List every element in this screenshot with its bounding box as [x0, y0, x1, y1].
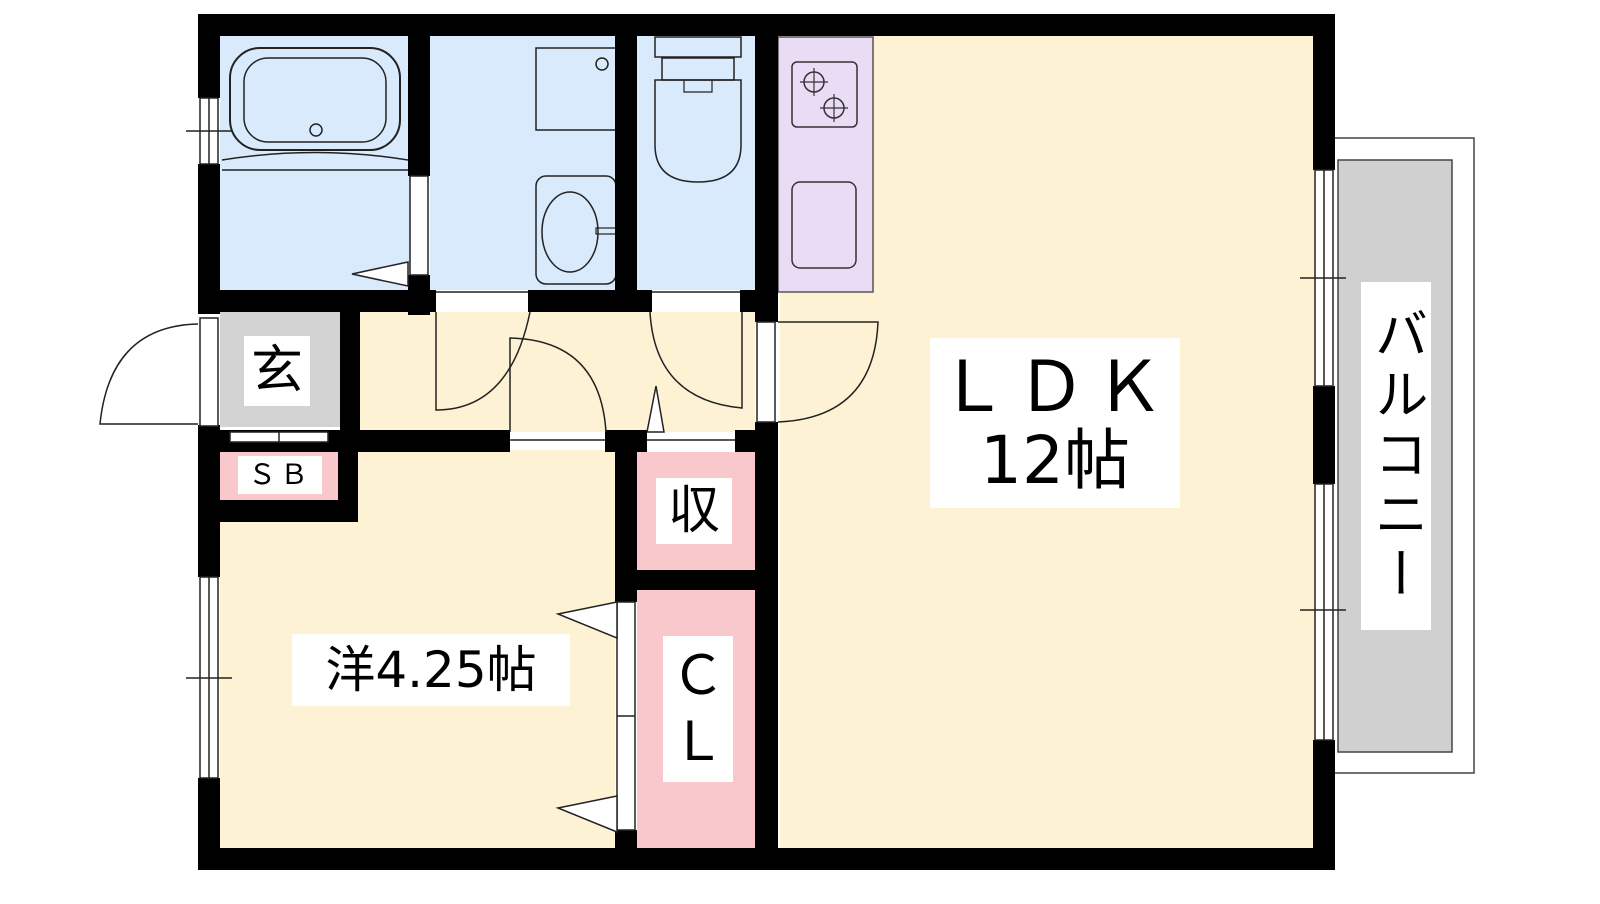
- entrance-label: 玄: [244, 336, 310, 406]
- bathtub-inner-icon: [243, 57, 387, 143]
- stove-icon: [791, 61, 858, 128]
- closet-label: Ｃ Ｌ: [663, 636, 733, 782]
- faucet-icon: [595, 57, 609, 71]
- balcony-label: バルコニー: [1361, 282, 1431, 630]
- ldk-label: ＬＤＫ 12帖: [930, 338, 1180, 508]
- western-room-label: 洋4.25帖: [292, 634, 570, 706]
- doors: [99, 175, 879, 834]
- toilet-tank-icon: [654, 36, 742, 58]
- bathtub-apron-icon: [221, 151, 409, 161]
- hallway-floor: [360, 312, 755, 432]
- basin-icon: [541, 191, 599, 273]
- toilet-floor: [637, 35, 755, 290]
- toilet-bowl-icon: [654, 79, 742, 183]
- bathtub-icon: [229, 47, 401, 151]
- kitchen-sink-icon: [791, 181, 857, 269]
- storage-label: 収: [656, 478, 732, 544]
- washroom-floor: [430, 35, 615, 290]
- ldk-name: ＬＤＫ: [938, 346, 1172, 428]
- windows: [186, 97, 1346, 779]
- drain-icon: [309, 123, 323, 137]
- walls: [198, 14, 1335, 870]
- bathroom-floor: [220, 35, 410, 290]
- closet-label-line1: Ｃ: [671, 644, 725, 707]
- closet-label-line2: Ｌ: [671, 710, 725, 773]
- shoe-box-label: ＳＢ: [238, 456, 322, 494]
- ldk-size: 12帖: [980, 422, 1130, 499]
